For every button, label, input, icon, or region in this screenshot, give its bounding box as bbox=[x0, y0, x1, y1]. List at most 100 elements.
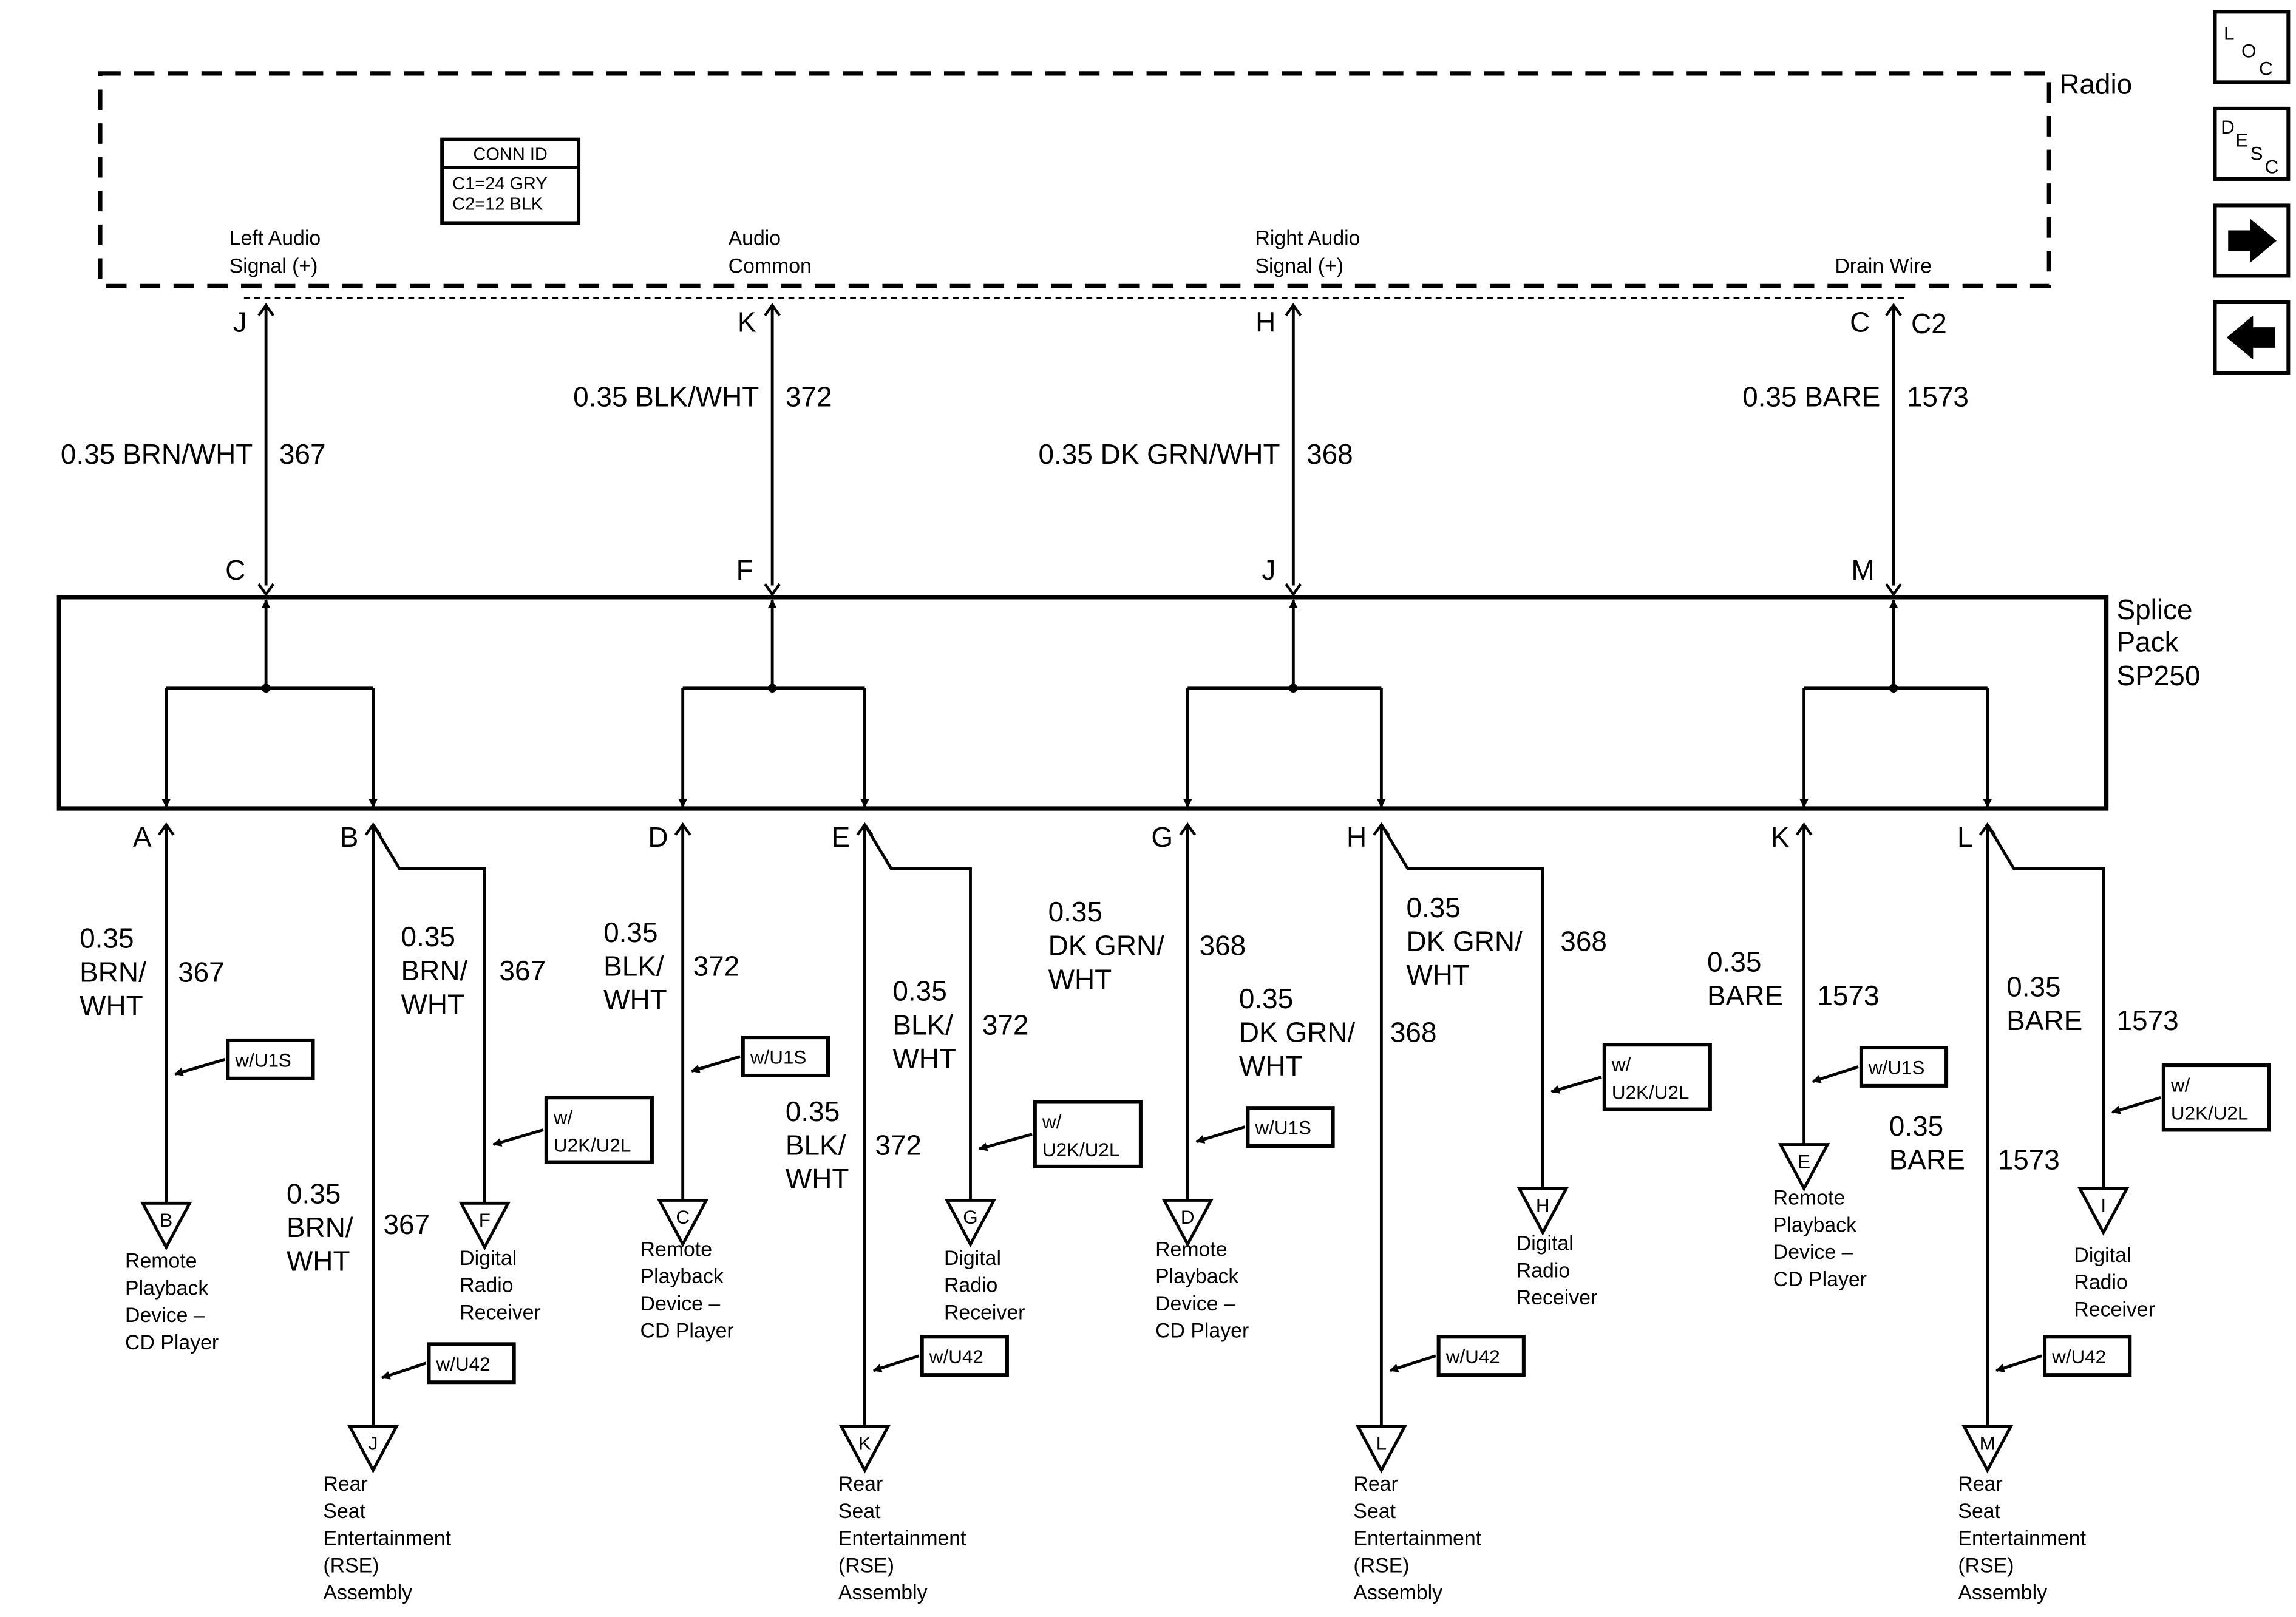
option-arrow bbox=[978, 1133, 1033, 1151]
option-box bbox=[427, 1342, 516, 1385]
loc-button[interactable]: L O C bbox=[2213, 10, 2291, 84]
option-arrow bbox=[174, 1058, 226, 1076]
destination-label: (RSE) bbox=[838, 1554, 894, 1577]
output-wire bbox=[863, 824, 972, 1201]
wire-color-label: 0.35 BRN/WHT bbox=[61, 438, 253, 470]
output-wire-number-label: 367 bbox=[178, 956, 225, 988]
splice-output-pin-label: B bbox=[340, 821, 359, 853]
radio-pin-label: C bbox=[1850, 306, 1870, 337]
destination-label: Assembly bbox=[838, 1581, 928, 1604]
splice-input-pin-label: J bbox=[1262, 554, 1275, 586]
desc-letter: D bbox=[2221, 117, 2235, 138]
destination-label: Playback bbox=[1155, 1265, 1238, 1288]
option-arrow bbox=[381, 1361, 427, 1380]
output-wire-number-label: 367 bbox=[499, 955, 546, 986]
output-wire-color-label: WHT bbox=[603, 984, 667, 1015]
destination-pin-label: M bbox=[1980, 1432, 1995, 1454]
splice-input-pin-label: F bbox=[736, 554, 753, 586]
destination-label: Assembly bbox=[323, 1581, 412, 1604]
radio-signal-label: Audio bbox=[729, 227, 781, 250]
destination-label: Playback bbox=[1773, 1213, 1856, 1236]
option-label: w/U1S bbox=[1868, 1057, 1925, 1079]
destination-pin-label: K bbox=[858, 1432, 871, 1454]
option-box bbox=[2161, 1063, 2271, 1132]
wire-number-label: 1573 bbox=[1907, 381, 1969, 413]
wire-number-label: 368 bbox=[1306, 438, 1353, 470]
radio-pin-label: H bbox=[1255, 306, 1275, 337]
destination-pin-label: H bbox=[1536, 1195, 1550, 1216]
option-arrow bbox=[1195, 1125, 1246, 1144]
connector-triangle-icon bbox=[1961, 1425, 2014, 1474]
destination-label: Digital bbox=[460, 1247, 517, 1270]
wire-color-label: 0.35 BLK/WHT bbox=[573, 381, 759, 413]
destination-pin-label: B bbox=[160, 1210, 172, 1231]
previous-page-button[interactable] bbox=[2213, 300, 2291, 375]
option-label: w/U42 bbox=[2051, 1346, 2106, 1368]
output-wire-color-label: WHT bbox=[1239, 1050, 1303, 1082]
splice-input-pin-symbol bbox=[1285, 583, 1302, 597]
option-arrow bbox=[872, 1354, 920, 1372]
destination-label: CD Player bbox=[125, 1331, 219, 1354]
option-arrow bbox=[492, 1128, 544, 1147]
connector-triangle-icon bbox=[140, 1201, 192, 1250]
splice-output-pin-label: K bbox=[1771, 821, 1790, 853]
destination-label: Rear bbox=[1353, 1473, 1398, 1496]
destination-label: Radio bbox=[460, 1274, 513, 1297]
destination-label: (RSE) bbox=[323, 1554, 379, 1577]
output-wire-color-label: WHT bbox=[287, 1245, 350, 1276]
output-wire-number-label: 368 bbox=[1560, 925, 1607, 957]
desc-button[interactable]: D E S C bbox=[2213, 106, 2291, 181]
desc-letter: C bbox=[2265, 156, 2279, 177]
conn-id-line: C2=12 BLK bbox=[452, 195, 543, 214]
arrow-right-icon bbox=[2228, 219, 2277, 263]
option-label: w/ bbox=[1611, 1054, 1631, 1076]
destination-label: Entertainment bbox=[1958, 1527, 2086, 1550]
radio-signal-label: Signal (+) bbox=[1255, 255, 1343, 278]
destination-label: Digital bbox=[1517, 1232, 1574, 1255]
output-wire-color-label: BRN/ bbox=[287, 1212, 353, 1243]
loc-letter: C bbox=[2259, 58, 2273, 79]
destination-label: Radio bbox=[944, 1274, 997, 1297]
option-callout: w/U42 bbox=[1995, 1335, 2132, 1377]
option-label: w/ bbox=[2170, 1075, 2190, 1096]
destination-label: Receiver bbox=[1517, 1286, 1597, 1309]
splice-output-pin-label: L bbox=[1957, 821, 1973, 853]
output-wire-color-label: 0.35 bbox=[80, 923, 134, 954]
option-arrow bbox=[1550, 1076, 1602, 1094]
option-label: w/U42 bbox=[436, 1354, 491, 1375]
connector-triangle-icon bbox=[656, 1199, 709, 1248]
output-wire-color-label: 0.35 bbox=[287, 1178, 341, 1209]
option-callout: w/U1S bbox=[174, 1038, 315, 1080]
output-wire-color-label: WHT bbox=[892, 1043, 956, 1074]
nav-buttons: L O C D E S C bbox=[2213, 10, 2291, 375]
radio-signal-label: Signal (+) bbox=[229, 255, 318, 278]
destination-pin-label: C bbox=[676, 1207, 690, 1228]
output-wire-color-label: BARE bbox=[1707, 980, 1783, 1011]
conn-id-line: C1=24 GRY bbox=[452, 174, 548, 194]
next-page-button[interactable] bbox=[2213, 203, 2291, 278]
option-label: w/ bbox=[1042, 1111, 1062, 1133]
destination-label: Assembly bbox=[1958, 1581, 2047, 1604]
output-wire-color-label: 0.35 bbox=[786, 1096, 840, 1127]
output-wire-color-label: WHT bbox=[1048, 963, 1112, 995]
option-callout: w/U42 bbox=[872, 1335, 1009, 1377]
radio-component: Radio CONN ID C1=24 GRY C2=12 BLK C2 bbox=[98, 69, 2132, 339]
option-label: U2K/U2L bbox=[1612, 1082, 1689, 1103]
output-wire-color-label: BLK/ bbox=[603, 951, 664, 982]
splice-input-pin-symbol bbox=[764, 583, 781, 597]
splice-input-pin-symbol bbox=[1885, 583, 1902, 597]
loc-letter: L bbox=[2224, 22, 2234, 44]
destination-pin-label: I bbox=[2101, 1195, 2106, 1216]
splice-input-pin-label: M bbox=[1851, 554, 1874, 586]
destination-label: Playback bbox=[125, 1276, 208, 1300]
destination-label: Device – bbox=[640, 1292, 721, 1315]
destination-label: Seat bbox=[838, 1500, 881, 1523]
output-wire-color-label: DK GRN/ bbox=[1239, 1016, 1356, 1048]
